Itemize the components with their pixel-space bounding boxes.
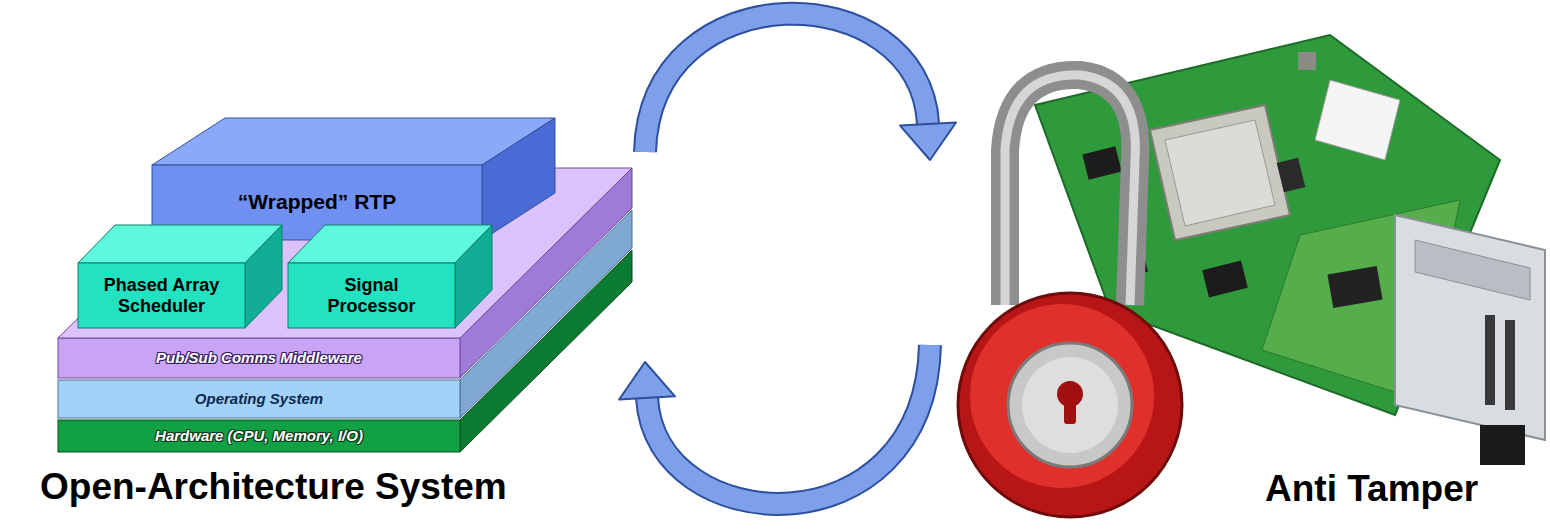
caption: Open-Architecture System — [40, 466, 507, 508]
shackle — [1005, 75, 1135, 305]
lock-face — [970, 304, 1154, 488]
arrow-outline — [645, 14, 928, 152]
curved-arrow — [645, 14, 956, 160]
arrow-shaft — [647, 345, 930, 504]
arrow-outline — [647, 345, 930, 504]
fpga-chip — [1150, 105, 1290, 240]
hardware-band: Hardware (CPU, Memory, I/O) — [58, 420, 460, 452]
processor-block — [288, 225, 492, 328]
chip — [1082, 146, 1121, 179]
layer-label: Pub/Sub Comms Middleware — [156, 349, 362, 366]
chip — [1277, 158, 1306, 192]
processor-side — [455, 225, 492, 328]
arrow-shaft — [645, 14, 928, 152]
layer-label: Operating System — [195, 390, 323, 407]
caption: Anti Tamper — [1265, 468, 1478, 510]
slot — [1505, 320, 1515, 410]
rtp-box: “Wrapped” RTP — [152, 165, 482, 240]
sticker — [1315, 80, 1400, 160]
rtp-block — [152, 118, 555, 240]
bracket-strip — [1415, 240, 1530, 300]
fpga-lid — [1165, 120, 1275, 226]
arrow-head — [900, 123, 956, 160]
chip — [1202, 261, 1248, 298]
arrow-heads — [619, 362, 675, 400]
scheduler-block — [78, 225, 282, 328]
arrow-head — [619, 362, 675, 400]
keyhole-slot — [1064, 398, 1076, 424]
arrow-heads — [900, 123, 956, 160]
rtp-side — [482, 118, 555, 240]
hardware-front — [58, 420, 460, 452]
middleware-front — [58, 338, 460, 378]
slot — [1485, 315, 1495, 405]
chip — [1327, 266, 1382, 308]
os-front — [58, 380, 460, 418]
os-band: Operating System — [58, 380, 460, 418]
layer-label: Phased Array Scheduler — [92, 275, 232, 316]
curved-arrow — [619, 345, 930, 504]
middleware-band: Pub/Sub Comms Middleware — [58, 338, 460, 378]
processor-front — [288, 263, 455, 328]
component — [1298, 52, 1316, 70]
layer-label: “Wrapped” RTP — [238, 190, 396, 214]
shackle-shine — [1005, 75, 1135, 305]
system-group: Open-Architecture System “Wrapped” RTP Pha… — [35, 95, 645, 527]
layer-label: Signal Processor — [302, 275, 442, 316]
padlock — [958, 75, 1182, 517]
bracket — [1395, 215, 1545, 440]
front-panel — [1395, 215, 1545, 465]
layer-stack — [58, 168, 632, 452]
scheduler-side — [245, 225, 282, 328]
lock-body — [958, 293, 1182, 517]
lock-disc-inner — [1022, 357, 1118, 453]
anti-tamper-group: Anti Tamper — [930, 20, 1548, 527]
processor-box: Signal Processor — [288, 263, 455, 328]
scheduler-box: Phased Array Scheduler — [78, 263, 245, 328]
layer-label: Hardware (CPU, Memory, I/O) — [155, 427, 363, 444]
lock-disc — [1008, 343, 1132, 467]
scheduler-front — [78, 263, 245, 328]
connector — [1480, 425, 1525, 465]
